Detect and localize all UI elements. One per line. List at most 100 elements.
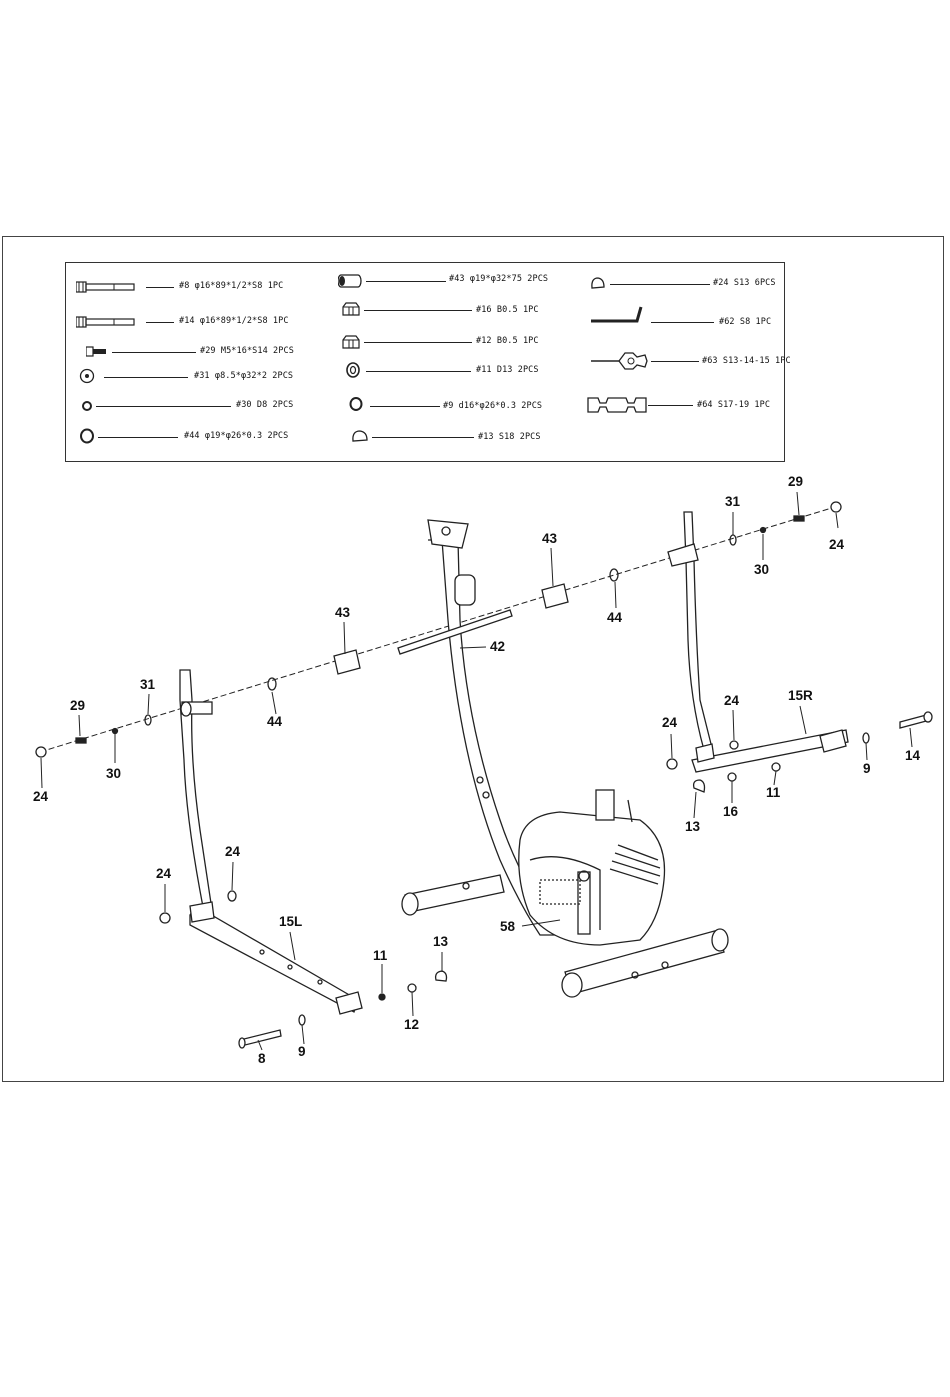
dome-nut-24-right — [830, 501, 842, 513]
callout-43-right: 43 — [542, 531, 558, 546]
hex-nut-icon — [342, 335, 360, 349]
callout-15r: 15R — [788, 688, 813, 703]
hex-nut-icon — [342, 302, 360, 316]
dome-nut-icon — [352, 430, 368, 442]
leader-line — [146, 287, 174, 288]
dome-nut-13-left — [434, 970, 448, 982]
dome-nut-24-r2 — [729, 740, 739, 750]
callout-12: 12 — [404, 1017, 420, 1032]
callout-13-right: 13 — [685, 819, 701, 834]
nut-16 — [727, 772, 737, 782]
callout-42: 42 — [490, 639, 506, 654]
callout-24-r1: 24 — [662, 715, 678, 730]
bolt-icon — [76, 316, 135, 328]
leader-line — [364, 342, 472, 343]
callout-31-left: 31 — [140, 677, 156, 692]
callout-29-right: 29 — [788, 474, 804, 489]
leader-line — [648, 405, 693, 406]
spring-washer-11-left — [378, 993, 386, 1001]
open-wrench-icon — [587, 397, 647, 413]
dome-nut-13-right — [692, 779, 706, 793]
lock-washer-30-right — [759, 526, 767, 534]
right-upright-tube — [667, 511, 713, 751]
bolt-29-left — [75, 737, 87, 744]
leader-line — [372, 437, 474, 438]
callout-15l: 15L — [279, 914, 303, 929]
callout-9-left: 9 — [298, 1044, 306, 1059]
legend-item-43: #43 φ19*φ32*75 2PCS — [449, 274, 549, 284]
leader-line — [96, 406, 231, 407]
callout-24-l2: 24 — [225, 844, 241, 859]
callout-31-right: 31 — [725, 494, 741, 509]
legend-item-24: #24 S13 6PCS — [713, 278, 776, 288]
legend-item-16: #16 B0.5 1PC — [476, 305, 539, 315]
callout-44-right: 44 — [607, 610, 623, 625]
bushing-icon — [338, 274, 362, 288]
callout-24-left: 24 — [33, 789, 49, 804]
lock-washer-30-left — [111, 727, 119, 735]
bushing-43-right — [541, 583, 569, 609]
dome-nut-24-l2 — [227, 890, 237, 902]
callout-44-left: 44 — [267, 714, 283, 729]
washer-31-left — [144, 714, 152, 726]
allen-key-icon — [591, 306, 643, 323]
lower-arm-15l — [189, 901, 363, 1015]
callout-9-right: 9 — [863, 761, 871, 776]
leader-line — [98, 437, 178, 438]
callout-30-left: 30 — [106, 766, 122, 781]
callout-11-right: 11 — [766, 785, 781, 800]
leader-line — [651, 322, 714, 323]
legend-item-64: #64 S17-19 1PC — [697, 400, 771, 410]
axle-tube — [397, 609, 513, 655]
washer-31-right — [729, 534, 737, 546]
legend-item-12: #12 B0.5 1PC — [476, 336, 539, 346]
callout-14: 14 — [905, 748, 921, 763]
legend-item-44: #44 φ19*φ26*0.3 2PCS — [184, 431, 289, 441]
small-bolt-icon — [86, 346, 106, 357]
legend-item-29: #29 M5*16*S14 2PCS — [200, 346, 294, 356]
washer-44-left — [267, 677, 277, 691]
callout-8: 8 — [258, 1051, 266, 1066]
dome-nut-icon — [591, 277, 605, 289]
bolt-8 — [239, 1029, 282, 1047]
leader-line — [366, 281, 446, 282]
dome-nut-24-l1 — [159, 912, 171, 924]
callout-58: 58 — [500, 919, 516, 934]
spring-washer-11-right — [771, 762, 781, 772]
callout-24-l1: 24 — [156, 866, 172, 881]
callout-24-right: 24 — [829, 537, 845, 552]
callout-29-left: 29 — [70, 698, 86, 713]
diagram-frame — [2, 236, 944, 1082]
legend-item-9: #9 d16*φ26*0.3 2PCS — [443, 401, 543, 411]
lower-arm-15r — [691, 729, 849, 773]
leader-line — [610, 284, 710, 285]
callout-16: 16 — [723, 804, 739, 819]
legend-item-8: #8 φ16*89*1/2*S8 1PC — [179, 281, 284, 291]
parts-legend: #8 φ16*89*1/2*S8 1PC #14 φ16*89*1/2*S8 1… — [65, 262, 791, 462]
nut-12 — [407, 983, 417, 993]
flat-washer-icon — [79, 368, 95, 384]
callout-11-left: 11 — [373, 948, 388, 963]
front-stabilizer — [404, 874, 505, 913]
washer-44-right — [609, 568, 619, 582]
flywheel-housing-58 — [518, 789, 666, 946]
assembly-axis-line — [39, 505, 839, 753]
legend-item-62: #62 S8 1PC — [719, 317, 772, 327]
leader-line — [370, 406, 440, 407]
washer-9-left — [298, 1014, 306, 1026]
leader-line — [366, 371, 471, 372]
legend-item-14: #14 φ16*89*1/2*S8 1PC — [179, 316, 289, 326]
dome-nut-24-r1 — [666, 758, 678, 770]
dome-nut-24-left — [35, 746, 47, 758]
legend-item-13: #13 S18 2PCS — [478, 432, 541, 442]
left-upright-tube — [179, 669, 213, 913]
callout-30-right: 30 — [754, 562, 770, 577]
main-frame-42 — [427, 519, 562, 936]
callout-13-left: 13 — [433, 934, 449, 949]
spring-washer-icon — [346, 362, 360, 378]
legend-item-30: #30 D8 2PCS — [236, 400, 294, 410]
callout-leaders — [40, 491, 913, 1051]
leader-line — [651, 361, 699, 362]
thin-washer-icon — [80, 428, 94, 444]
